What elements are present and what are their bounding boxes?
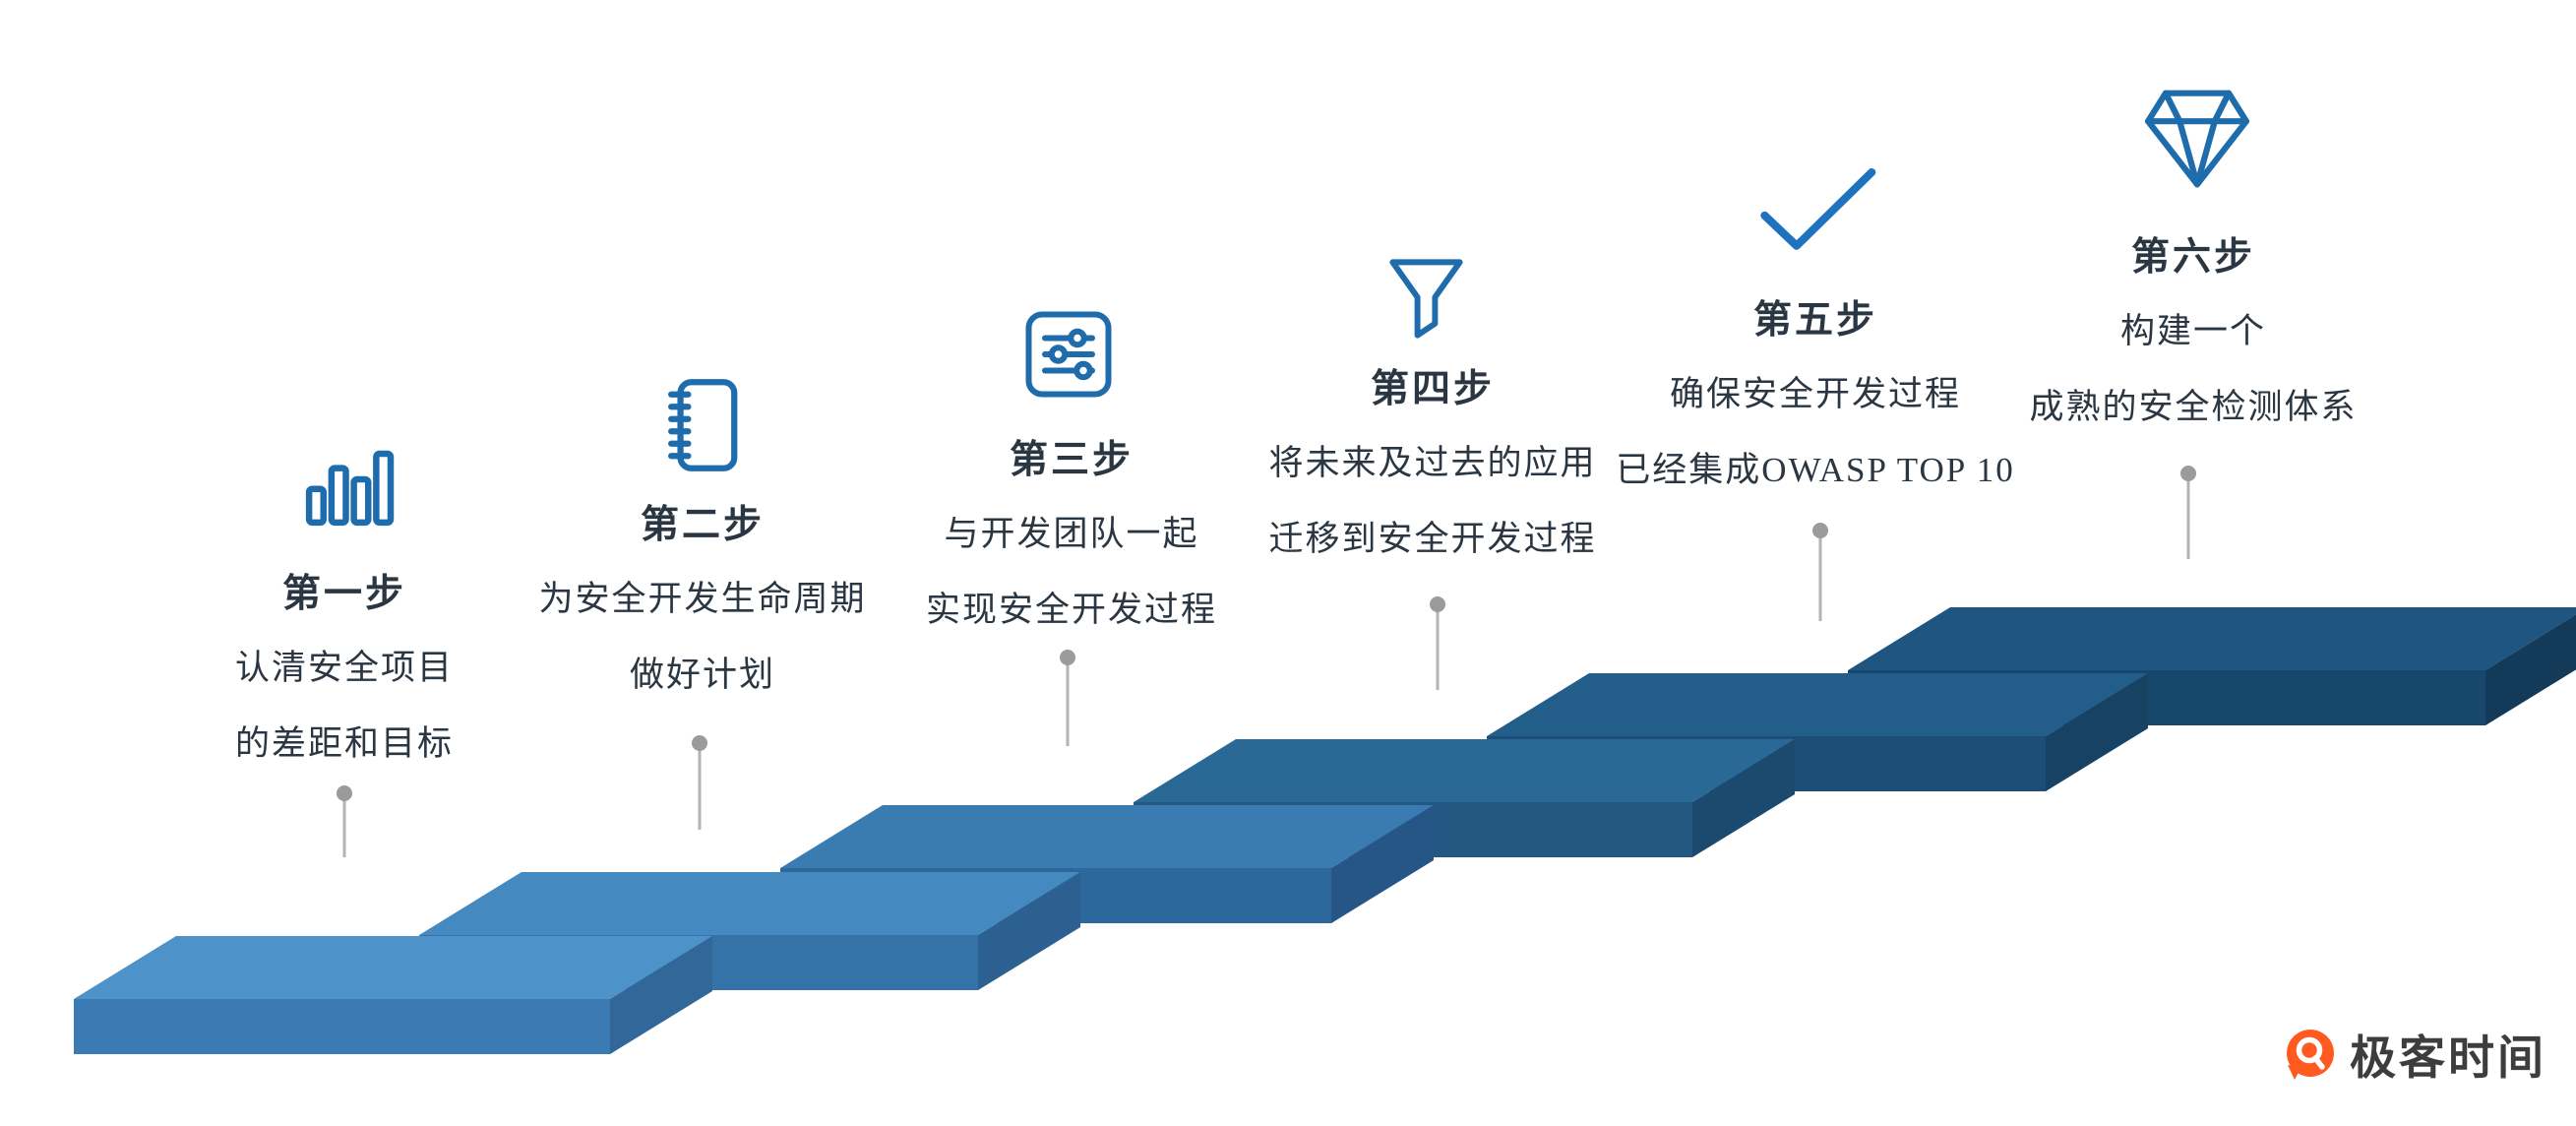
funnel-icon [1389,259,1463,339]
step-3-block: 第三步 与开发团队一起 实现安全开发过程 [727,429,1416,657]
step-6-slab-side [2485,614,2576,725]
step-3-title: 第三步 [1009,439,1134,481]
step-1-slab [74,936,712,1054]
step-3-connector-dot [1060,650,1075,665]
brand-logo: 极客时间 [2281,1020,2546,1088]
step-4-desc-line-2: 迁移到安全开发过程 [1268,520,1597,558]
step-1-slab-side [610,936,712,1054]
logo-q-tail [2312,1054,2325,1070]
step-4-slab-top [1134,739,1795,802]
step-6-slab-top [1848,607,2576,670]
step-1-title: 第一步 [281,573,406,615]
step-6-desc-line-2: 成熟的安全检测体系 [2029,388,2358,426]
step-1-desc-line-2: 的差距和目标 [234,724,454,763]
step-5-connector-dot [1812,523,1828,538]
step-2-title: 第二步 [640,504,765,546]
logo-q-ring [2296,1036,2323,1063]
step-4-desc-line-1: 将未来及过去的应用 [1268,444,1597,482]
step-2-desc-line-1: 为安全开发生命周期 [538,580,867,618]
step-3-desc-line-2: 实现安全开发过程 [925,591,1217,629]
step-2-block: 第二步 为安全开发生命周期 做好计划 [358,494,1047,722]
step-4-block: 第四步 将未来及过去的应用 迁移到安全开发过程 [1088,358,1777,587]
step-2-slab-top [419,872,1080,935]
step-1-desc-line-1: 认清安全项目 [234,649,454,687]
step-5-block: 第五步 确保安全开发过程 已经集成OWASP TOP 10 [1471,289,2160,518]
step-4-title: 第四步 [1370,368,1495,410]
step-2-desc-line-2: 做好计划 [629,656,775,694]
step-5-desc-line-1: 确保安全开发过程 [1669,375,1961,413]
notebook-icon [668,379,738,471]
geektime-logo-icon [2287,1029,2334,1080]
step-3-slab-side [1331,805,1434,923]
step-1-block: 第一步 认清安全项目 的差距和目标 [0,563,689,791]
checkmark-icon [1760,167,1876,250]
step-5-slab-top [1487,673,2148,736]
step-1-connector-dot [337,785,352,801]
step-2-slab-side [978,872,1080,990]
step-4-connector-dot [1430,596,1445,612]
step-6-title: 第六步 [2130,236,2255,279]
brand-logo-text: 极客时间 [2350,1032,2546,1084]
step-6-connector-dot [2180,466,2196,481]
step-5-title: 第五步 [1752,299,1877,342]
step-1-slab-front [74,999,610,1054]
diamond-icon [2145,90,2249,188]
step-5-slab [1487,673,2148,791]
step-3-desc-line-1: 与开发团队一起 [944,515,1199,553]
step-4-slab-side [1692,739,1795,857]
step-3-slab-top [780,805,1434,868]
step-5-desc-line-2: 已经集成OWASP TOP 10 [1616,451,2015,489]
bar-chart-icon [305,450,395,527]
logo-circle [2287,1029,2334,1077]
step-1-slab-top [74,936,712,999]
step-6-desc-line-1: 构建一个 [2119,312,2266,350]
connectors [337,466,2196,857]
step-5-slab-side [2046,673,2148,791]
step-2-connector-dot [692,735,707,751]
step-6-block: 第六步 构建一个 成熟的安全检测体系 [1849,226,2538,455]
sliders-icon [1025,311,1112,398]
